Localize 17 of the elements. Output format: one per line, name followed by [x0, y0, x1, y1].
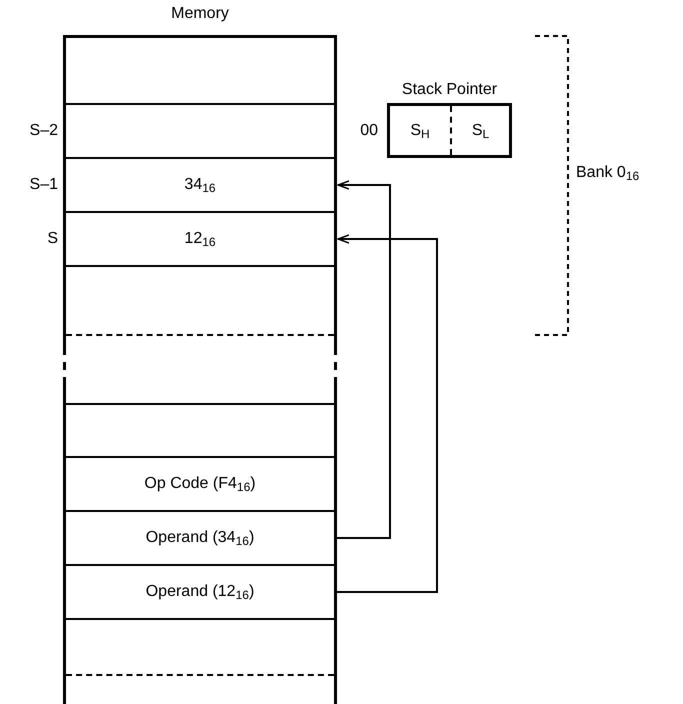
field-text: S$_{L}$	[472, 120, 490, 142]
memory-cell	[66, 403, 334, 458]
cell-text: 34$_{16}$	[184, 174, 216, 196]
field-text: S$_{H}$	[410, 120, 430, 142]
address-label: S–2	[30, 120, 58, 140]
address-label: S	[47, 228, 58, 248]
cell-text: Op Code (F4$_{16}$)	[144, 474, 256, 496]
arrow	[337, 234, 438, 593]
cell-text: Operand (34$_{16}$)	[146, 528, 254, 550]
bank-label: Bank 0$_{16}$	[576, 163, 640, 185]
bank-value: 00	[360, 120, 378, 140]
address-label: S–1	[30, 174, 58, 194]
cell-text: 12$_{16}$	[184, 228, 216, 250]
cell-text: Operand (12$_{16}$)	[146, 582, 254, 604]
arrow	[337, 180, 391, 539]
column-heading: Memory	[171, 4, 229, 24]
register-heading: Stack Pointer	[402, 80, 498, 100]
